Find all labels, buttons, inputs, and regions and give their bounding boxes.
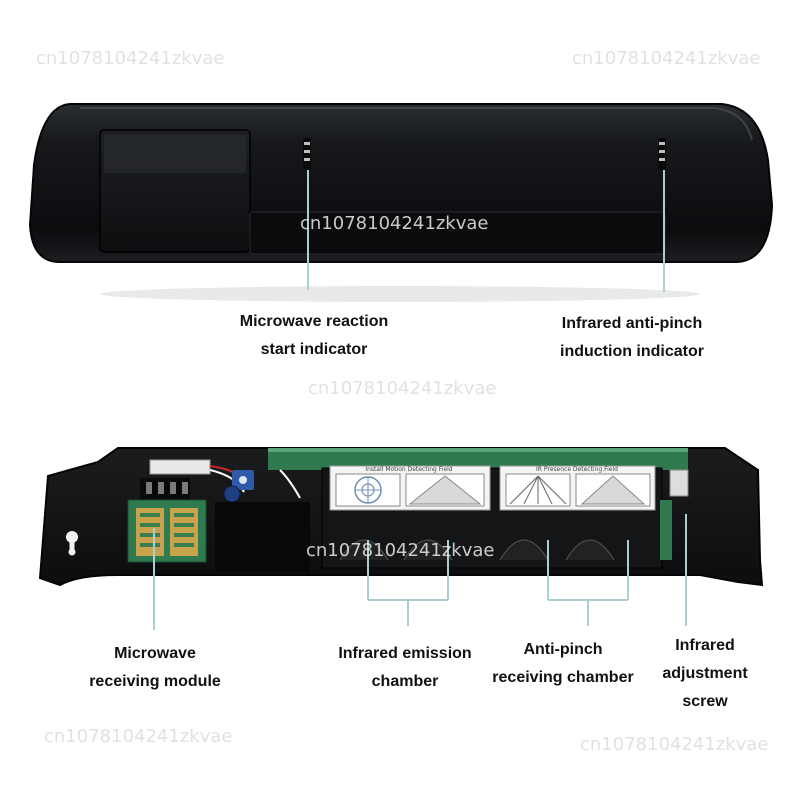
watermark: cn1078104241zkvae: [306, 540, 495, 561]
watermark: cn1078104241zkvae: [580, 734, 769, 755]
adjustment-screw: [669, 469, 689, 497]
callout-emission-chamber: Infrared emission chamber: [338, 645, 472, 690]
leader-lines: [153, 170, 687, 630]
watermark: cn1078104241zkvae: [36, 48, 225, 69]
lens-slot-row: [339, 539, 615, 561]
watermark: cn1078104241zkvae: [308, 378, 497, 399]
watermark: cn1078104241zkvae: [300, 213, 489, 234]
callout-adjustment-screw: Infrared adjustment screw: [662, 637, 748, 710]
emission-lens-card: [329, 465, 491, 511]
watermark: cn1078104241zkvae: [572, 48, 761, 69]
closed-sensor-housing: [28, 103, 774, 302]
watermark: cn1078104241zkvae: [44, 726, 233, 747]
right-card-title: IR Presence Detecting Field: [536, 466, 618, 473]
callout-microwave-indicator: Microwave reaction start indicator: [239, 313, 389, 358]
keyhole-mount-icon: [66, 531, 78, 556]
callout-infrared-indicator: Infrared anti-pinch induction indicator: [560, 315, 704, 360]
left-card-title: Install Motion Detecting Field: [365, 466, 453, 473]
microwave-indicator-led: [303, 138, 311, 170]
opened-sensor-base: [38, 447, 764, 587]
callout-microwave-module: Microwave receiving module: [89, 645, 221, 690]
infrared-indicator-led: [658, 138, 666, 170]
receiving-lens-card: [499, 465, 656, 511]
callout-receiving-chamber: Anti-pinch receiving chamber: [492, 641, 634, 686]
microwave-module-board: [127, 478, 207, 563]
